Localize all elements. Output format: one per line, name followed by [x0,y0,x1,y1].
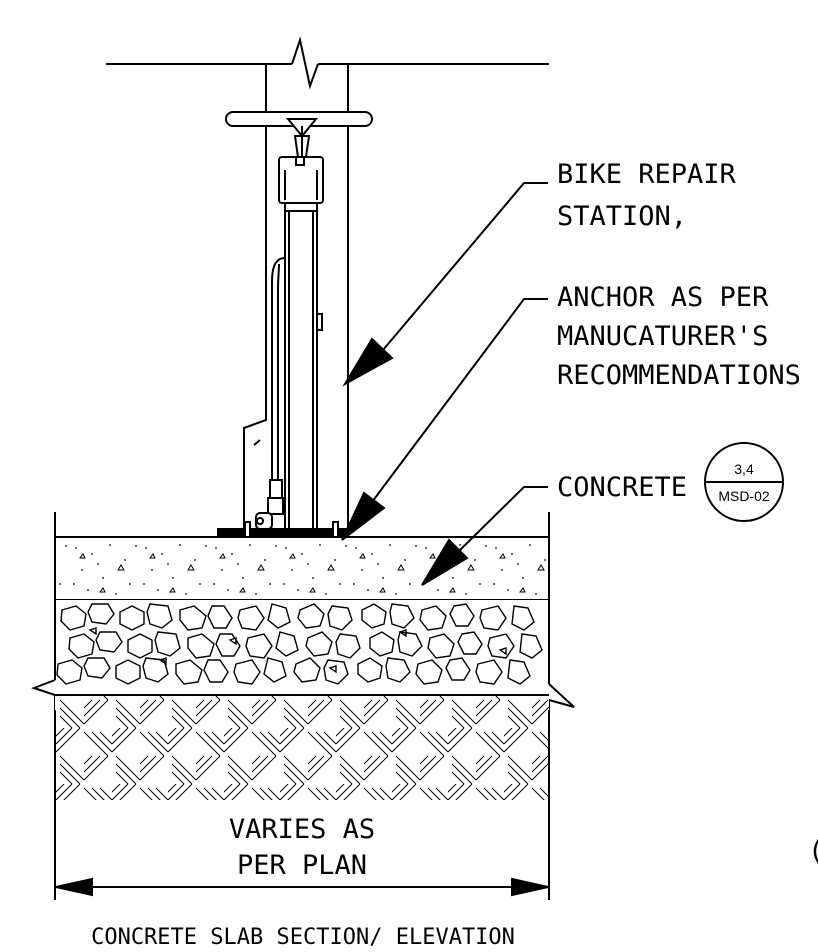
grade-line-top [106,36,549,90]
gravel-base [55,600,549,695]
bike-repair-station-label-2: STATION, [557,201,687,232]
leader-anchor [341,298,548,541]
bike-repair-station-label-1: BIKE REPAIR [557,159,737,190]
anchor-label-3: RECOMMENDATIONS [557,360,801,391]
concrete-label: CONCRETE [557,472,687,503]
dimension-text-mask [200,810,400,880]
dimension-label-line-1: VARIES AS [229,814,375,845]
detail-ref-number: 3,4 [734,461,754,477]
anchor-label-1: ANCHOR AS PER [557,282,769,313]
dimension-label-line-2: PER PLAN [237,850,367,881]
break-lines [31,512,575,712]
compacted-subgrade [54,696,550,800]
leader-concrete [421,486,548,586]
leader-bike-repair-station [342,182,548,387]
bike-repair-station [217,111,373,547]
edge-text-fragment: ( [808,836,818,867]
post-outline-lines [265,64,349,535]
drawing-title: CONCRETE SLAB SECTION/ ELEVATION [91,925,515,950]
detail-reference-bubble: 3,4 MSD-02 [704,442,784,522]
anchor-label-2: MANUCATURER'S [557,321,768,352]
concrete-slab [55,536,549,601]
dimension-line [54,800,550,900]
detail-ref-sheet: MSD-02 [718,488,770,504]
